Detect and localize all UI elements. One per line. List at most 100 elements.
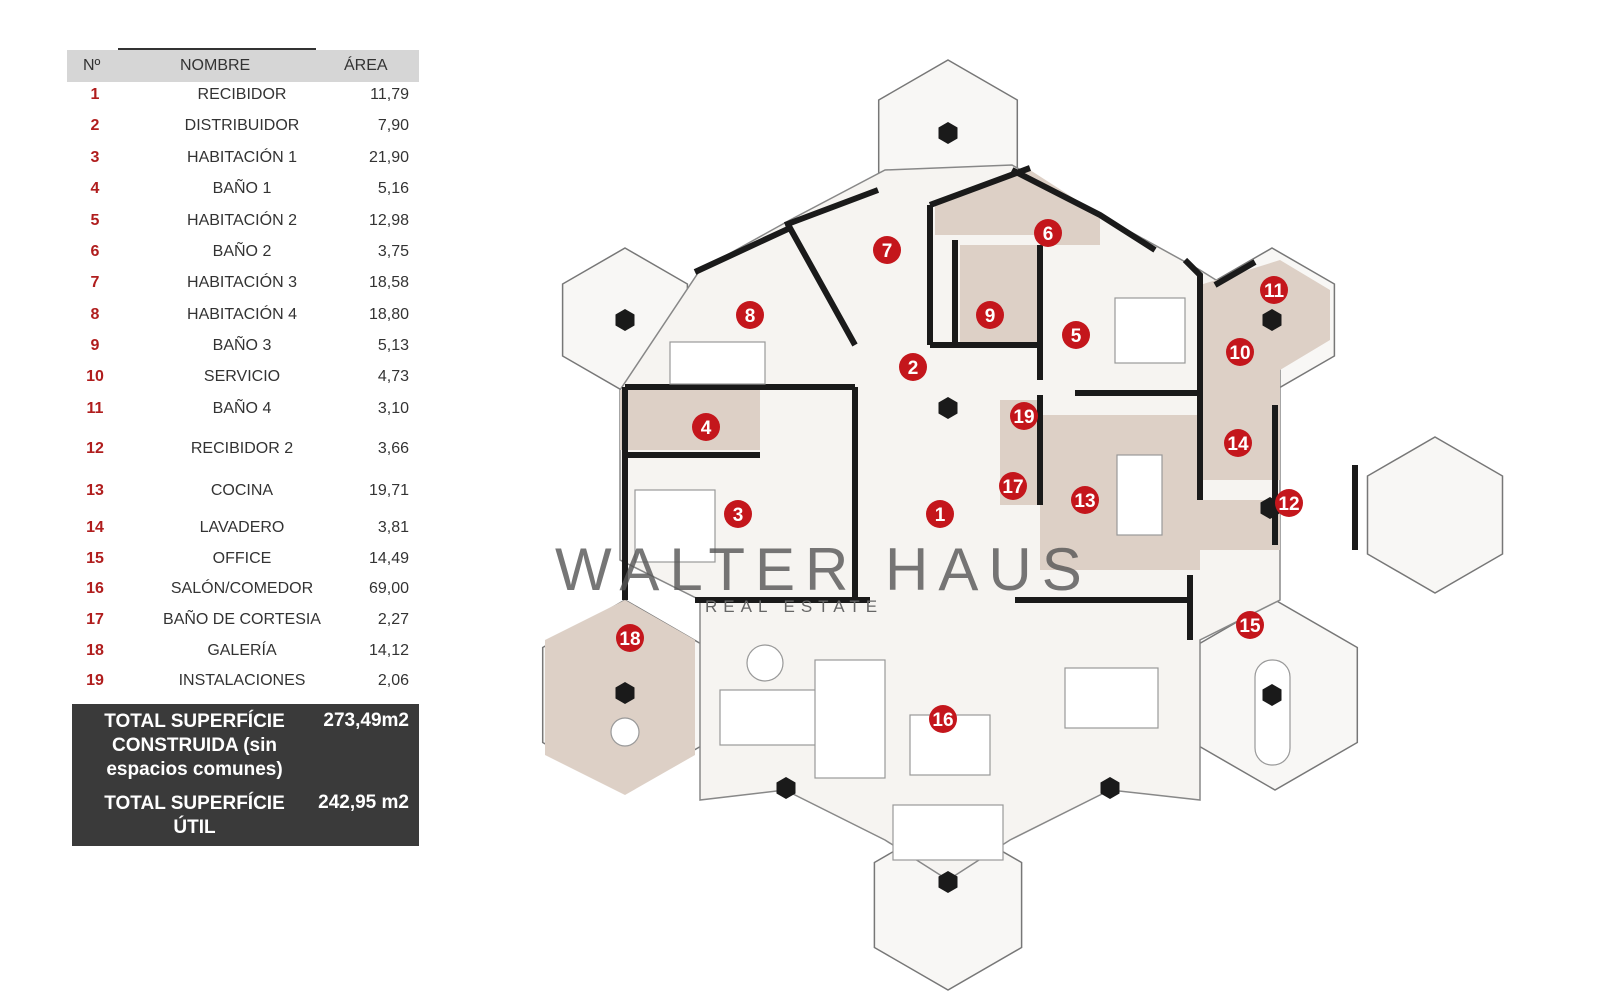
marker-number: 13 xyxy=(1074,491,1095,512)
marker-number: 7 xyxy=(882,241,893,262)
room-number: 9 xyxy=(90,337,100,354)
marker-circle xyxy=(1275,489,1303,517)
marker-circle xyxy=(724,500,752,528)
room-name: BAÑO DE CORTESIA xyxy=(163,611,321,628)
table-row: 9 BAÑO 3 5,13 xyxy=(67,337,419,365)
table-top-rule xyxy=(118,48,316,50)
room-number: 4 xyxy=(90,180,100,197)
walls xyxy=(622,165,1358,640)
marker-number: 15 xyxy=(1239,616,1261,637)
marker-circle xyxy=(899,353,927,381)
room-marker-2: 2 xyxy=(899,353,927,381)
marker-circle xyxy=(1010,402,1038,430)
table-header: Nº NOMBRE ÁREA xyxy=(67,50,419,82)
column-icon xyxy=(938,122,958,144)
column-icon xyxy=(1260,497,1280,519)
marker-number: 5 xyxy=(1071,326,1082,347)
room-number: 1 xyxy=(90,86,100,103)
room-area: 11,79 xyxy=(370,86,409,103)
room-name: BAÑO 2 xyxy=(212,243,272,260)
room-area: 12,98 xyxy=(368,212,409,229)
room-marker-17: 17 xyxy=(999,472,1027,500)
room-area: 3,75 xyxy=(377,243,409,260)
table-row: 17 BAÑO DE CORTESIA 2,27 xyxy=(67,611,419,639)
room-area: 18,80 xyxy=(368,306,409,323)
useful-area-label: TOTAL SUPERFÍCIE ÚTIL xyxy=(82,792,307,840)
bath-1-floor xyxy=(620,390,760,450)
room-area: 4,73 xyxy=(377,368,409,385)
room-marker-11: 11 xyxy=(1260,276,1288,304)
sideboard xyxy=(892,804,1004,861)
column-icon xyxy=(615,682,635,704)
room-area: 69,00 xyxy=(368,580,409,597)
room-name: HABITACIÓN 3 xyxy=(187,274,297,291)
room-marker-18: 18 xyxy=(616,624,644,652)
office-desk xyxy=(1254,659,1291,766)
sofa-chaise xyxy=(814,659,886,779)
column-icon xyxy=(938,397,958,419)
marker-number: 18 xyxy=(619,629,640,650)
column-icon xyxy=(1100,777,1120,799)
room-name: BAÑO 3 xyxy=(212,337,272,354)
room-marker-7: 7 xyxy=(873,236,901,264)
marker-number: 10 xyxy=(1229,343,1250,364)
room-area: 3,10 xyxy=(377,400,409,417)
room-name: HABITACIÓN 1 xyxy=(187,149,297,166)
table-row: 6 BAÑO 2 3,75 xyxy=(67,243,419,271)
room-name: DISTRIBUIDOR xyxy=(184,117,300,134)
bed-hab-2 xyxy=(1114,297,1186,364)
room-name: SALÓN/COMEDOR xyxy=(170,580,314,597)
marker-circle xyxy=(929,705,957,733)
room-area: 19,71 xyxy=(368,482,409,499)
column-icon xyxy=(776,777,796,799)
room-area: 3,66 xyxy=(377,440,409,457)
room-name: LAVADERO xyxy=(199,519,285,536)
marker-number: 11 xyxy=(1264,281,1285,302)
room-marker-4: 4 xyxy=(692,413,720,441)
room-area: 2,27 xyxy=(377,611,409,628)
room-area: 5,13 xyxy=(377,337,409,354)
marker-circle xyxy=(1226,338,1254,366)
marker-circle xyxy=(926,500,954,528)
room-number: 17 xyxy=(86,611,104,628)
marker-number: 4 xyxy=(701,418,712,439)
marker-circle xyxy=(1071,486,1099,514)
room-area: 7,90 xyxy=(377,117,409,134)
room-number: 8 xyxy=(90,306,100,323)
room-name: BAÑO 1 xyxy=(212,180,272,197)
room-name: BAÑO 4 xyxy=(212,400,272,417)
room-number: 16 xyxy=(86,580,104,597)
column-icon xyxy=(938,871,958,893)
room-marker-5: 5 xyxy=(1062,321,1090,349)
bath-3-floor xyxy=(960,245,1040,345)
marker-circle xyxy=(692,413,720,441)
room-number: 10 xyxy=(86,368,104,385)
room-number: 12 xyxy=(86,440,104,457)
room-area: 2,06 xyxy=(377,672,409,689)
room-area: 14,12 xyxy=(368,642,409,659)
room-name: RECIBIDOR 2 xyxy=(190,440,294,457)
room-marker-19: 19 xyxy=(1010,402,1038,430)
room-number: 6 xyxy=(90,243,100,260)
room-marker-14: 14 xyxy=(1224,429,1252,457)
useful-label-line: ÚTIL xyxy=(173,817,216,838)
room-number: 13 xyxy=(86,482,104,499)
marker-number: 1 xyxy=(935,505,946,526)
gallery-table xyxy=(610,717,640,747)
marker-number: 14 xyxy=(1227,434,1249,455)
room-marker-16: 16 xyxy=(929,705,957,733)
marker-number: 8 xyxy=(745,306,756,327)
room-name: OFFICE xyxy=(212,550,272,567)
bed-hab-1 xyxy=(634,489,716,563)
room-area: 18,58 xyxy=(368,274,409,291)
table-row: 16 SALÓN/COMEDOR 69,00 xyxy=(67,580,419,608)
marker-number: 6 xyxy=(1043,224,1054,245)
room-area: 14,49 xyxy=(368,550,409,567)
marker-circle xyxy=(873,236,901,264)
marker-number: 3 xyxy=(733,505,744,526)
